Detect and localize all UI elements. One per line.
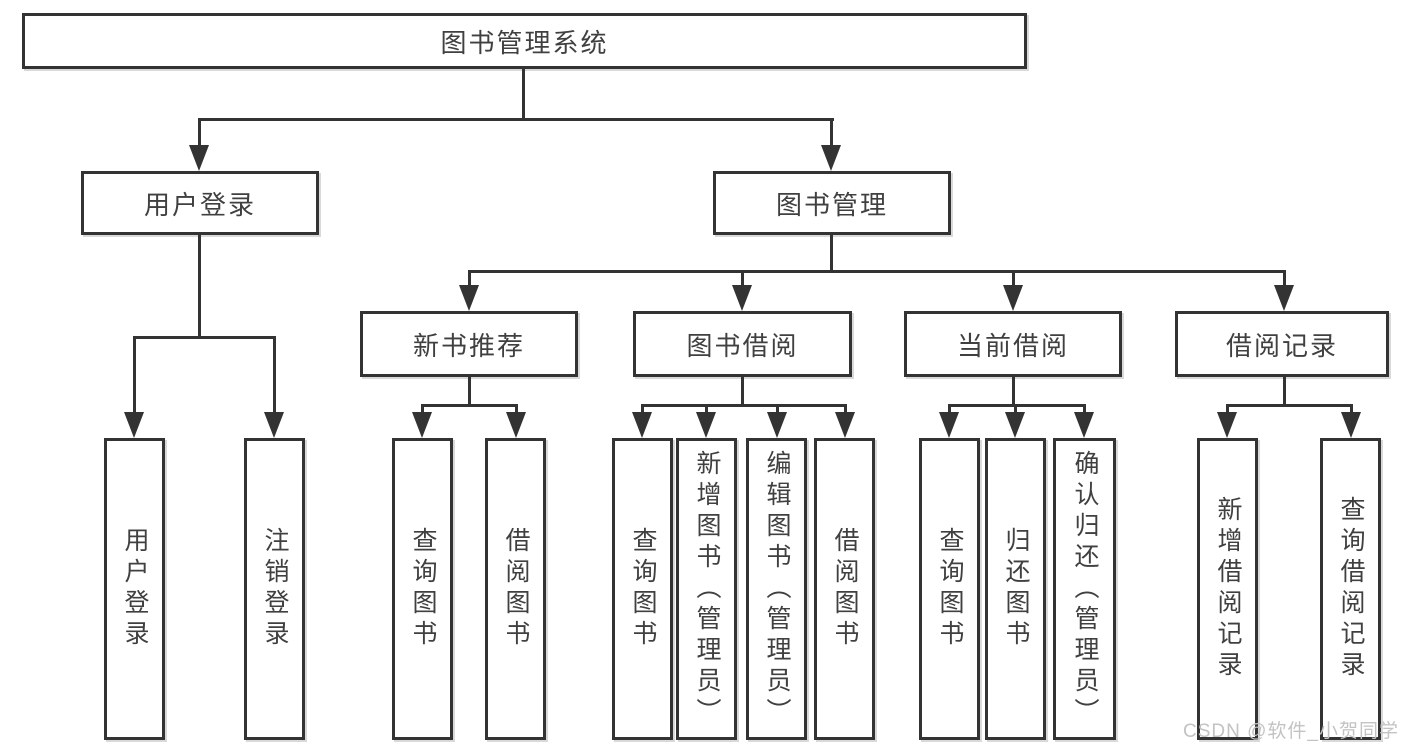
node-label: 归还图书 bbox=[1002, 527, 1030, 651]
connector-line bbox=[1012, 270, 1015, 288]
connector-line bbox=[421, 404, 424, 416]
connector-line bbox=[948, 404, 1086, 407]
connector-line bbox=[776, 404, 779, 416]
connector-line bbox=[1226, 404, 1353, 407]
connector-line bbox=[844, 404, 847, 416]
node-leaf-query-books-borrow: 查询图书 bbox=[612, 438, 673, 740]
connector-line bbox=[1012, 377, 1015, 407]
connector-line bbox=[198, 118, 201, 147]
connector-line bbox=[741, 270, 744, 288]
arrow-down-icon bbox=[264, 412, 284, 438]
arrow-down-icon bbox=[1274, 285, 1294, 311]
node-current-borrowing: 当前借阅 bbox=[904, 311, 1122, 377]
connector-line bbox=[1283, 377, 1286, 407]
connector-line bbox=[948, 404, 951, 416]
node-label: 确认归还（管理员） bbox=[1071, 449, 1099, 729]
arrow-down-icon bbox=[1217, 412, 1237, 438]
node-leaf-query-books-current: 查询图书 bbox=[919, 438, 980, 740]
connector-line bbox=[468, 377, 471, 407]
connector-line bbox=[641, 404, 847, 407]
connector-line bbox=[522, 69, 525, 118]
node-leaf-add-books-admin: 新增图书（管理员） bbox=[676, 438, 737, 740]
connector-line bbox=[198, 118, 834, 121]
arrow-down-icon bbox=[124, 412, 144, 438]
arrow-down-icon bbox=[506, 412, 526, 438]
watermark-text: CSDN @软件_小贺同学 bbox=[1183, 721, 1399, 742]
connector-line bbox=[830, 118, 833, 147]
node-label: 新增借阅记录 bbox=[1214, 496, 1242, 682]
arrow-down-icon bbox=[1003, 285, 1023, 311]
node-leaf-logout: 注销登录 bbox=[244, 438, 305, 740]
node-label: 查询图书 bbox=[629, 527, 657, 651]
node-leaf-borrow-books-rec: 借阅图书 bbox=[485, 438, 546, 740]
arrow-down-icon bbox=[189, 145, 209, 171]
arrow-down-icon bbox=[835, 412, 855, 438]
arrow-down-icon bbox=[696, 412, 716, 438]
connector-line bbox=[198, 235, 201, 339]
arrow-down-icon bbox=[632, 412, 652, 438]
node-new-book-recommendation: 新书推荐 bbox=[360, 311, 578, 377]
arrow-down-icon bbox=[939, 412, 959, 438]
node-borrowing-records: 借阅记录 bbox=[1175, 311, 1389, 377]
node-book-management: 图书管理 bbox=[713, 171, 951, 235]
arrow-down-icon bbox=[821, 145, 841, 171]
connector-line bbox=[421, 404, 518, 407]
arrow-down-icon bbox=[412, 412, 432, 438]
connector-line bbox=[133, 336, 276, 339]
connector-line bbox=[705, 404, 708, 416]
arrow-down-icon bbox=[732, 285, 752, 311]
node-library-management-system: 图书管理系统 bbox=[22, 13, 1027, 69]
node-label: 注销登录 bbox=[261, 527, 289, 651]
node-label: 查询图书 bbox=[936, 527, 964, 651]
node-label: 编辑图书（管理员） bbox=[763, 449, 791, 729]
node-label: 查询借阅记录 bbox=[1337, 496, 1365, 682]
connector-line bbox=[133, 336, 136, 416]
node-leaf-borrow-books-borrow: 借阅图书 bbox=[814, 438, 875, 740]
node-leaf-query-books-rec: 查询图书 bbox=[392, 438, 453, 740]
connector-line bbox=[515, 404, 518, 416]
connector-line bbox=[468, 270, 1286, 273]
node-label: 借阅图书 bbox=[502, 527, 530, 651]
node-leaf-confirm-return-admin: 确认归还（管理员） bbox=[1053, 438, 1116, 740]
node-leaf-query-borrow-record: 查询借阅记录 bbox=[1320, 438, 1381, 740]
node-user-login: 用户登录 bbox=[81, 171, 319, 235]
node-label: 新增图书（管理员） bbox=[693, 449, 721, 729]
arrow-down-icon bbox=[459, 285, 479, 311]
connector-line bbox=[468, 270, 471, 288]
node-leaf-user-login: 用户登录 bbox=[104, 438, 165, 740]
arrow-down-icon bbox=[1074, 412, 1094, 438]
connector-line bbox=[1283, 270, 1286, 288]
connector-line bbox=[741, 377, 744, 407]
node-label: 借阅图书 bbox=[831, 527, 859, 651]
node-leaf-return-books: 归还图书 bbox=[985, 438, 1046, 740]
arrow-down-icon bbox=[767, 412, 787, 438]
connector-line bbox=[830, 235, 833, 273]
connector-line bbox=[1226, 404, 1229, 416]
connector-line bbox=[273, 336, 276, 416]
connector-line bbox=[1350, 404, 1353, 416]
node-leaf-add-borrow-record: 新增借阅记录 bbox=[1197, 438, 1258, 740]
node-book-borrowing: 图书借阅 bbox=[633, 311, 852, 377]
arrow-down-icon bbox=[1005, 412, 1025, 438]
node-label: 用户登录 bbox=[121, 527, 149, 651]
arrow-down-icon bbox=[1341, 412, 1361, 438]
node-label: 查询图书 bbox=[409, 527, 437, 651]
connector-line bbox=[1014, 404, 1017, 416]
connector-line bbox=[1083, 404, 1086, 416]
node-leaf-edit-books-admin: 编辑图书（管理员） bbox=[746, 438, 807, 740]
connector-line bbox=[641, 404, 644, 416]
